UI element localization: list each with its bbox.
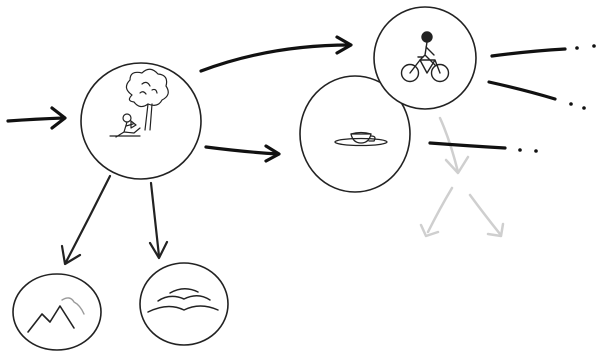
faded-arrow-right bbox=[468, 193, 502, 236]
arrowhead bbox=[264, 144, 281, 163]
node-tea bbox=[299, 75, 411, 193]
continuation-dot bbox=[518, 148, 522, 152]
arrowhead bbox=[335, 35, 353, 55]
continuation-dot bbox=[592, 44, 596, 48]
node-cycling bbox=[373, 6, 477, 110]
continuation-dot bbox=[582, 106, 586, 110]
incoming-arrow bbox=[6, 116, 66, 123]
faded-branch bbox=[419, 116, 505, 238]
faded-arrowhead bbox=[444, 155, 470, 175]
mountains-icon bbox=[27, 297, 85, 333]
faded-arrowhead bbox=[486, 222, 505, 238]
arrowhead bbox=[50, 106, 67, 130]
cyclist-icon bbox=[400, 31, 450, 83]
teacup-on-saucer-icon bbox=[334, 131, 388, 147]
continuation-dot bbox=[534, 149, 538, 153]
continuation-line bbox=[490, 47, 567, 58]
node-hills bbox=[139, 262, 229, 346]
node-mountains bbox=[12, 273, 102, 351]
person-reading-under-tree-icon bbox=[109, 68, 169, 138]
continuation-line bbox=[428, 141, 507, 150]
continuation-line bbox=[487, 80, 557, 101]
faded-arrowhead bbox=[419, 223, 440, 238]
node-hub bbox=[80, 62, 202, 180]
arrow-hub-to-hills bbox=[149, 181, 161, 258]
continuation-dot bbox=[569, 102, 573, 106]
edges bbox=[6, 35, 596, 266]
arrowhead bbox=[60, 244, 82, 266]
arrow-hub-to-tea bbox=[204, 145, 280, 156]
hills-icon bbox=[147, 288, 219, 313]
arrowhead bbox=[148, 240, 169, 260]
arrow-hub-to-cycling bbox=[199, 43, 352, 73]
faded-arrow-left bbox=[426, 186, 454, 234]
continuation-dot bbox=[575, 46, 579, 50]
faded-arrow-down bbox=[438, 116, 460, 174]
arrow-hub-to-mountains bbox=[64, 174, 112, 264]
